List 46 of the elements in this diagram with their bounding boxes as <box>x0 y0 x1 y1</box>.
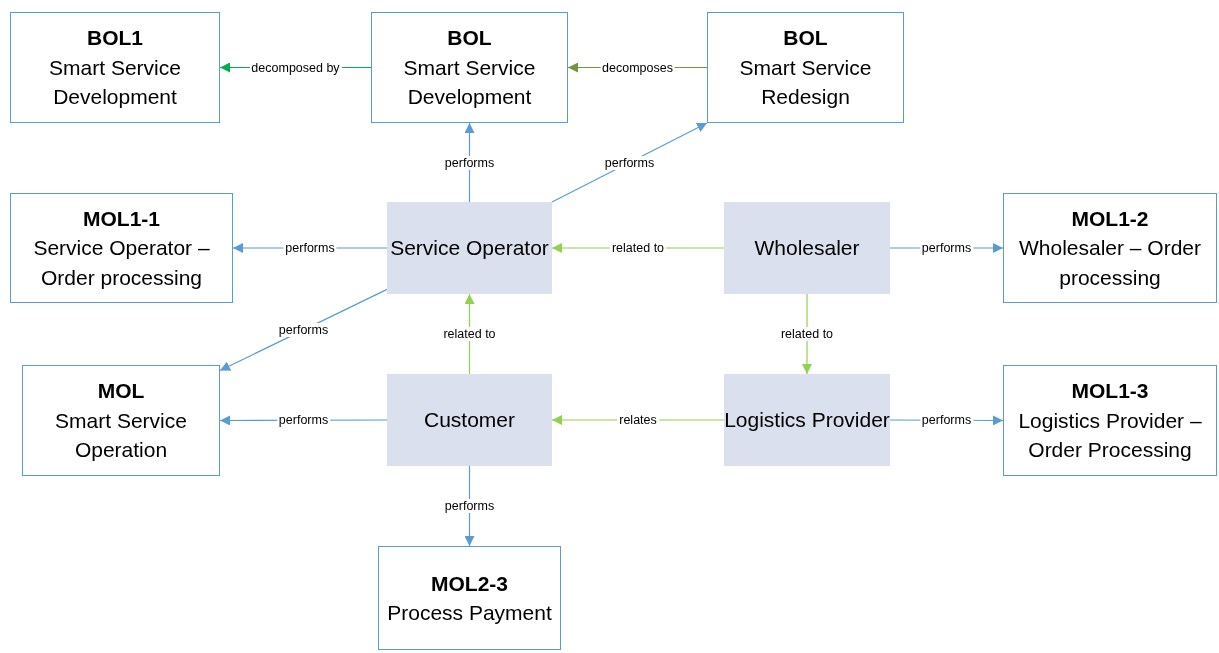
role-box <box>724 202 890 294</box>
box-text: Wholesaler <box>754 235 860 262</box>
role-box <box>387 374 552 466</box>
role-box <box>387 202 552 294</box>
box-title: MOL <box>97 378 145 405</box>
box-text: Smart Service Operation <box>54 407 188 464</box>
process-box <box>10 12 220 123</box>
box-title: BOL1 <box>87 25 143 52</box>
process-box <box>378 546 561 650</box>
edge-label: performs <box>919 241 974 255</box>
edge-label: related to <box>609 241 667 255</box>
edge-label: decomposes <box>600 60 675 75</box>
box-text: Logistics Provider – Order Processing <box>1017 407 1203 464</box>
role-box <box>724 374 890 466</box>
box-text: Smart Service Development <box>48 54 182 111</box>
process-box <box>371 12 568 123</box>
edge-label: performs <box>919 413 974 428</box>
box-title: BOL <box>447 25 492 52</box>
process-box <box>1003 365 1217 476</box>
edge-label: related to <box>778 327 836 341</box>
process-box <box>10 193 233 303</box>
box-text: Service Operator – Order processing <box>32 235 211 291</box>
box-title: MOL1-2 <box>1071 205 1149 232</box>
edge-label: related to <box>441 327 498 341</box>
box-text: Smart Service Development <box>402 54 537 111</box>
box-text: Process Payment <box>387 600 552 626</box>
box-text: Logistics Provider <box>724 407 890 434</box>
process-box <box>707 12 904 123</box>
process-box <box>1003 193 1217 303</box>
box-text: Customer <box>424 407 515 434</box>
box-title: MOL2-3 <box>431 570 508 597</box>
box-title: MOL1-1 <box>83 205 160 232</box>
edge-label: performs <box>442 155 497 170</box>
edge-label: decomposed by <box>249 60 342 75</box>
box-text: Service Operator <box>390 235 549 262</box>
edge-label: performs <box>276 413 331 428</box>
edge-label: relates <box>617 413 659 427</box>
box-text: Wholesaler – Order processing <box>1017 235 1203 291</box>
edge-label: performs <box>276 322 331 337</box>
edge-label: performs <box>442 499 497 513</box>
box-title: BOL <box>783 25 828 52</box>
edge-label: performs <box>283 241 337 255</box>
edge-label: performs <box>602 155 657 170</box>
box-text: Smart Service Redesign <box>738 54 873 111</box>
box-title: MOL1-3 <box>1071 378 1149 405</box>
process-box <box>22 365 220 476</box>
